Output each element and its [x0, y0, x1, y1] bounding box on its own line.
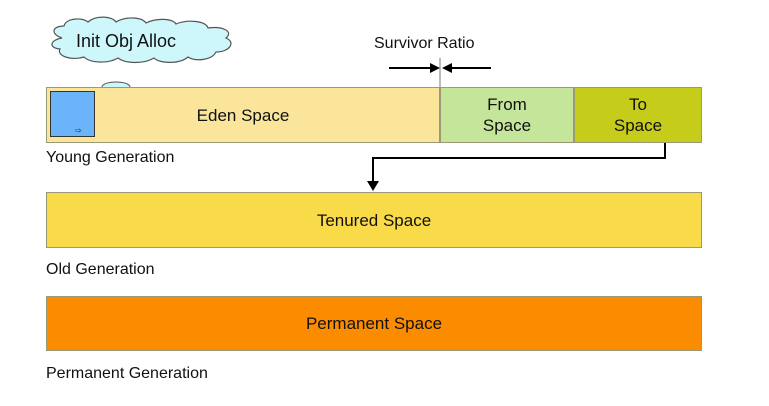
tenured-space-box: Tenured Space [46, 192, 702, 248]
init-obj-alloc-label: Init Obj Alloc [76, 31, 177, 51]
survivor-ratio-label: Survivor Ratio [374, 35, 475, 52]
young-generation-label: Young Generation [46, 149, 175, 166]
old-generation-label: Old Generation [46, 261, 155, 278]
to-space-label: To Space [613, 95, 663, 135]
from-space-label: From Space [482, 95, 532, 135]
object-arrow-icon: ⇨ [75, 126, 82, 135]
new-object: ⇨ [50, 91, 95, 137]
permanent-space-label: Permanent Space [305, 314, 443, 333]
permanent-space-box: Permanent Space [46, 296, 702, 351]
eden-space-box: Eden Space [46, 87, 440, 143]
survivor-ratio-arrows [389, 58, 491, 88]
promotion-arrow [367, 143, 666, 191]
init-obj-alloc-cloud [51, 16, 232, 111]
from-space-box: From Space [440, 87, 574, 143]
eden-space-label: Eden Space [196, 105, 290, 125]
permanent-generation-label: Permanent Generation [46, 365, 208, 382]
to-space-box: To Space [574, 87, 702, 143]
tenured-space-label: Tenured Space [316, 210, 432, 230]
